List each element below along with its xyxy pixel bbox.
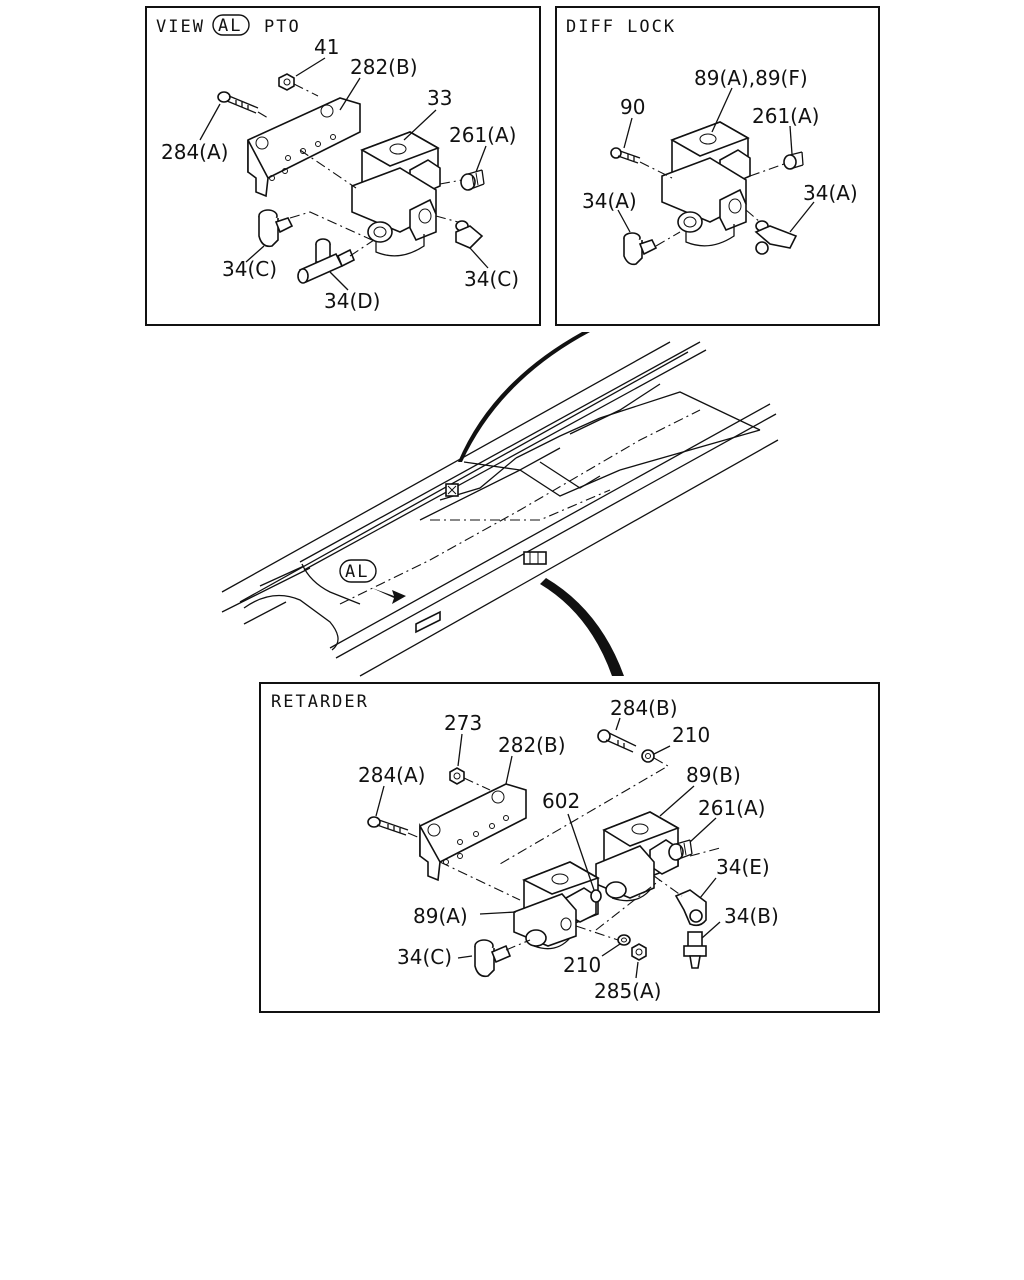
diff-callout-34a-left: 34(A) [582,189,637,213]
retarder-callout-602: 602 [542,789,580,813]
retarder-callout-34c: 34(C) [397,945,452,969]
pointer-to-retarder [540,578,624,676]
pto-title-prefix: VIEW [156,17,205,37]
nut-41 [278,73,319,97]
diff-lock-title: DIFF LOCK [566,17,676,37]
elbow-34a-left [623,231,681,266]
retarder-callout-284b: 284(B) [610,696,678,720]
view-marker-circle [339,559,377,583]
view-marker-label: AL [345,562,369,582]
bolt-284a-retarder [367,816,421,839]
tee-34a-right [745,209,798,255]
pto-callout-34c-right: 34(C) [464,267,519,291]
pto-callout-284a: 284(A) [161,140,228,164]
solenoid-valve-89 [661,121,751,247]
plug-261a-retarder [668,839,693,861]
elbow-34c-left [258,209,294,248]
pto-callout-34c-left: 34(C) [222,257,277,281]
elbow-34e [674,889,707,927]
retarder-callout-282b: 282(B) [498,733,566,757]
retarder-callout-285a: 285(A) [594,979,661,1003]
retarder-callout-34e: 34(E) [716,855,770,879]
pto-callout-33: 33 [427,86,452,110]
retarder-callout-210-lower: 210 [563,953,601,977]
diff-callout-89: 89(A),89(F) [694,66,808,90]
retarder-callout-34b: 34(B) [724,904,779,928]
diff-lock-valve-location [445,483,459,497]
retarder-callout-261a: 261(A) [698,796,765,820]
retarder-callout-210-upper: 210 [672,723,710,747]
view-arrow-icon [372,588,406,604]
nut-285a [631,943,647,961]
retarder-panel: RETARDER [259,682,880,1013]
pto-callout-282b: 282(B) [350,55,418,79]
retarder-callout-284a: 284(A) [358,763,425,787]
pto-title-circle-label: AL [218,16,242,36]
plug-261a-diff [749,151,804,177]
pto-title-circle [212,14,250,36]
bolt-90 [610,147,673,179]
pto-valve-location [415,610,441,634]
pto-panel: VIEW AL PTO [145,6,541,326]
washer-210-upper [499,749,670,865]
diff-lock-panel: DIFF LOCK [555,6,880,326]
solenoid-valve-33 [351,131,441,257]
solenoid-valve-89a [513,861,600,950]
diff-callout-34a-right: 34(A) [803,181,858,205]
bracket-282b [247,97,361,198]
pto-panel-frame [145,6,541,326]
plug-261a-pto [460,169,485,191]
pto-callout-34d: 34(D) [324,289,380,313]
bolt-284b [597,729,637,753]
elbow-34c-right [455,220,484,249]
solenoid-valve-89b [595,811,680,902]
diff-callout-90: 90 [620,95,645,119]
fitting-34b [683,931,707,969]
pto-callout-41: 41 [314,35,339,59]
washer-210-lower [617,934,631,946]
pto-callout-261a: 261(A) [449,123,516,147]
chassis-frame-view: AL [221,332,779,677]
o-ring-602 [590,889,602,903]
diff-callout-261a: 261(A) [752,104,819,128]
tee-34d [297,238,356,284]
bolt-284a [217,91,269,119]
retarder-title: RETARDER [271,692,369,712]
retarder-callout-89a: 89(A) [413,904,468,928]
nut-273 [449,767,491,791]
retarder-callout-89b: 89(B) [686,763,741,787]
retarder-panel-frame [259,682,880,1013]
diff-lock-panel-frame [555,6,880,326]
pto-title-suffix: PTO [264,17,301,37]
retarder-valve-location [523,551,547,565]
bracket-282b-retarder [419,783,527,882]
elbow-34c-retarder [474,939,512,978]
retarder-callout-273: 273 [444,711,482,735]
